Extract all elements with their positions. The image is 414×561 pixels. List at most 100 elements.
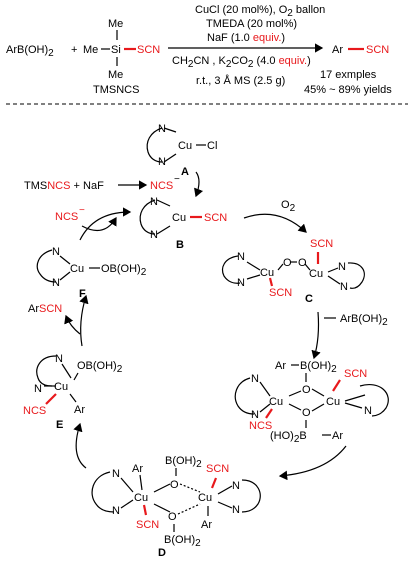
oxygen-addition: O2 <box>243 199 307 233</box>
plus-sign: + <box>71 44 77 56</box>
species-c-peroxo-dimer: N N Cu SCN O O Cu SCN N N C <box>221 238 365 305</box>
svg-text:Ar: Ar <box>132 463 143 475</box>
svg-text:Ar: Ar <box>275 360 286 372</box>
species-e-cu-iii: N N Cu OB(OH)2 NCS Ar E <box>23 353 123 431</box>
svg-text:B(OH)2: B(OH)2 <box>164 534 201 549</box>
boronic-acid-input: ArB(OH)2 <box>311 311 388 360</box>
svg-text:Cu: Cu <box>269 396 283 408</box>
svg-text:ArSCN: ArSCN <box>28 303 62 315</box>
svg-text:B(OH)2: B(OH)2 <box>165 455 202 470</box>
methyl-left: Me <box>83 44 98 56</box>
methyl-top: Me <box>108 18 123 30</box>
species-f-cu-boronate: N N Cu OB(OH)2 F <box>36 246 147 300</box>
svg-text:N: N <box>158 156 166 168</box>
svg-text:Ar: Ar <box>332 430 343 442</box>
svg-text:SCN: SCN <box>344 368 367 380</box>
svg-text:NCS: NCS <box>249 420 272 432</box>
arrow-to-d <box>278 445 347 481</box>
svg-text:O: O <box>283 257 292 269</box>
substrate-scope-count: 17 exmples <box>320 69 377 81</box>
svg-text:N: N <box>52 246 60 258</box>
methyl-bottom: Me <box>108 69 123 81</box>
svg-text:Cl: Cl <box>207 140 217 152</box>
svg-text:O: O <box>170 479 179 491</box>
svg-text:SCN: SCN <box>204 212 227 224</box>
svg-text:O: O <box>298 257 307 269</box>
svg-text:N: N <box>112 468 120 480</box>
svg-text:ArB(OH)2: ArB(OH)2 <box>340 313 388 328</box>
silicon-atom: Si <box>111 44 121 56</box>
thiocyanate-anion-input: NCS − <box>55 205 117 232</box>
svg-text:Cu: Cu <box>260 267 274 279</box>
svg-text:Cu: Cu <box>198 492 212 504</box>
svg-text:E: E <box>56 419 63 431</box>
condition-solvent-base: CH2CN , K2CO2 (4.0 equiv.) <box>172 55 311 70</box>
svg-text:N: N <box>237 277 245 289</box>
arrow-f-to-b <box>79 207 132 241</box>
svg-text:Cu: Cu <box>326 396 340 408</box>
species-a-cucl: N N Cu Cl A <box>146 123 217 178</box>
svg-text:N: N <box>52 277 60 289</box>
yield-range: 45% ~ 89% yields <box>304 84 392 96</box>
svg-text:O: O <box>302 407 311 419</box>
svg-text:N: N <box>34 383 42 395</box>
svg-text:Cu: Cu <box>70 263 84 275</box>
sub-3b: 2 <box>248 59 254 70</box>
fluoride-activation: TMSNCS + NaF NCS − <box>24 171 204 198</box>
svg-text:N: N <box>150 196 158 208</box>
condition-temp-sieves: r.t., 3 Å MS (2.5 g) <box>196 74 285 87</box>
svg-text:B(OH)2: B(OH)2 <box>300 360 337 375</box>
svg-text:(HO)2B: (HO)2B <box>270 430 307 445</box>
svg-text:−: − <box>174 174 180 185</box>
condition-fluoride: NaF (1.0 equiv.) <box>207 32 285 44</box>
svg-text:O2: O2 <box>281 199 296 214</box>
svg-text:NCS: NCS <box>150 180 173 192</box>
condition-catalyst: CuCl (20 mol%), O2 ballon <box>195 4 325 19</box>
svg-text:OB(OH)2: OB(OH)2 <box>77 360 123 375</box>
reagent-tmsncs: TMSNCS <box>93 84 139 96</box>
svg-text:N: N <box>150 229 158 241</box>
svg-text:SCN: SCN <box>206 463 229 475</box>
svg-text:N: N <box>338 261 346 273</box>
svg-text:O: O <box>168 511 177 523</box>
svg-text:N: N <box>251 373 259 385</box>
arrow-to-e <box>73 422 87 469</box>
product-aryl: Ar <box>332 44 343 56</box>
species-d-dicopper: N N Cu Ar SCN O B(OH)2 O B(OH)2 Cu SCN A… <box>91 455 261 559</box>
svg-text:C: C <box>305 293 313 305</box>
svg-text:−: − <box>79 205 85 216</box>
svg-text:SCN: SCN <box>310 238 333 250</box>
svg-text:D: D <box>158 547 166 559</box>
svg-text:NCS: NCS <box>23 405 46 417</box>
svg-text:O: O <box>302 384 311 396</box>
species-b-cuscn: N N Cu SCN B <box>139 196 227 251</box>
reactant-arylboronic-acid: ArB(OH)2 <box>6 44 54 59</box>
svg-text:Cu: Cu <box>178 140 192 152</box>
svg-text:Cu: Cu <box>54 381 68 393</box>
svg-text:N: N <box>237 251 245 263</box>
svg-text:SCN: SCN <box>136 519 159 531</box>
svg-text:N: N <box>112 505 120 517</box>
svg-text:A: A <box>181 166 189 178</box>
svg-text:N: N <box>232 480 240 492</box>
svg-text:N: N <box>232 504 240 516</box>
overall-reaction: ArB(OH)2 + Me Si Me Me SCN TMSNCS CuCl (… <box>6 4 392 96</box>
svg-text:Ar: Ar <box>74 404 85 416</box>
svg-text:N: N <box>251 409 259 421</box>
svg-text:F: F <box>79 288 86 300</box>
svg-text:N: N <box>158 123 166 135</box>
svg-text:N: N <box>55 353 63 365</box>
svg-text:N: N <box>340 281 348 293</box>
svg-text:SCN: SCN <box>269 287 292 299</box>
svg-text:TMSNCS + NaF: TMSNCS + NaF <box>24 180 104 192</box>
thiocyanate-group: SCN <box>137 44 160 56</box>
product-thiocyanate: SCN <box>366 44 389 56</box>
svg-text:Cu: Cu <box>309 268 323 280</box>
svg-text:B: B <box>176 239 184 251</box>
species-bridged-boronate: Ar B(OH)2 O SCN N N Cu NCS O Cu N (HO)2B… <box>234 360 389 445</box>
sub-3: 2 <box>188 59 194 70</box>
svg-text:NCS: NCS <box>55 211 78 223</box>
svg-text:N: N <box>364 405 372 417</box>
condition-ligand: TMEDA (20 mol%) <box>206 18 297 30</box>
